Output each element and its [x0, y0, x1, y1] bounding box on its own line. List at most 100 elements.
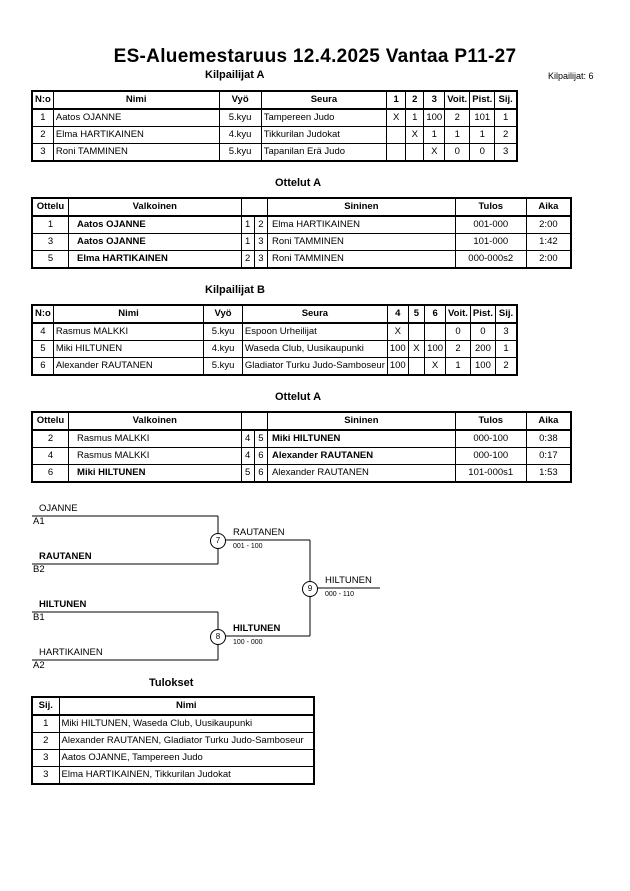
cell-name: Alexander RAUTANEN: [52, 357, 205, 376]
col-opp-3: 3: [423, 90, 446, 110]
col-blue: Sininen: [266, 197, 456, 217]
cell-no: 2: [31, 126, 54, 144]
cell-name: Elma HARTIKAINEN, Tikkurilan Judokat: [58, 766, 315, 785]
cell-place: 1: [31, 714, 60, 733]
col-result: Tulos: [454, 197, 527, 217]
cell-time: 0:17: [525, 447, 572, 465]
bracket-a1-seed: A1: [33, 516, 45, 527]
pool-b-title: Kilpailijat B: [205, 284, 265, 296]
col-wins: Voit.: [445, 304, 471, 324]
matches-b-header-row: Ottelu Valkoinen Sininen Tulos Aika: [31, 411, 572, 431]
cell-result: 101-000: [454, 233, 527, 251]
bracket-b1-seed: B1: [33, 612, 45, 623]
cell-place: 1: [494, 340, 518, 358]
cell-name: Alexander RAUTANEN, Gladiator Turku Judo…: [58, 732, 315, 750]
col-place: Sij.: [494, 90, 518, 110]
cell-opp-2: [405, 143, 425, 162]
pool-b-header-row: N:o Nimi Vyö Seura 4 5 6 Voit. Pist. Sij…: [31, 304, 518, 324]
cell-name: Roni TAMMINEN: [52, 143, 220, 162]
col-club: Seura: [260, 90, 388, 110]
cell-opp-2: [407, 357, 426, 376]
cell-time: 1:53: [525, 464, 572, 483]
col-result: Tulos: [454, 411, 527, 431]
cell-club: Tikkurilan Judokat: [260, 126, 388, 144]
cell-place: 3: [494, 143, 518, 162]
matches-a-title: Ottelut A: [275, 177, 322, 189]
col-opp-4: 4: [386, 304, 409, 324]
bracket-m9-winner: HILTUNEN: [325, 575, 372, 586]
col-name: Nimi: [58, 696, 315, 716]
col-no: N:o: [31, 90, 54, 110]
bracket-b2-seed: B2: [33, 564, 45, 575]
cell-white: Rasmus MALKKI: [68, 447, 242, 465]
cell-club: Gladiator Turku Judo-Samboseur: [241, 357, 388, 376]
cell-place: 3: [31, 766, 60, 785]
pool-a-table: N:o Nimi Vyö Seura 1 2 3 Voit. Pist. Sij…: [31, 90, 518, 162]
cell-no: 3: [31, 143, 54, 162]
pool-b-table: N:o Nimi Vyö Seura 4 5 6 Voit. Pist. Sij…: [31, 304, 518, 376]
col-name: Nimi: [52, 90, 220, 110]
col-place: Sij.: [31, 696, 60, 716]
bracket-match-9: 9: [302, 581, 318, 597]
cell-place: 2: [494, 126, 518, 144]
col-time: Aika: [525, 411, 572, 431]
cell-result: 000-100: [454, 447, 527, 465]
bracket-m8-winner: HILTUNEN: [233, 623, 281, 634]
cell-name: Miki HILTUNEN, Waseda Club, Uusikaupunki: [58, 714, 315, 733]
cell-place: 2: [494, 357, 518, 376]
cell-opp-2: X: [407, 340, 426, 358]
cell-no: 6: [31, 357, 54, 376]
bracket-a2-seed: A2: [33, 660, 45, 671]
cell-white-no: 4: [240, 447, 255, 465]
cell-name: Miki HILTUNEN: [52, 340, 205, 358]
bracket-match-8: 8: [210, 629, 226, 645]
results-title: Tulokset: [149, 677, 194, 689]
cell-wins: 2: [445, 340, 471, 358]
bracket-b2-name: RAUTANEN: [39, 551, 92, 562]
cell-blue-no: 6: [253, 464, 268, 483]
cell-opp-2: X: [405, 126, 425, 144]
page-title: ES-Aluemestaruus 12.4.2025 Vantaa P11-27: [113, 46, 517, 67]
cell-blue-no: 6: [253, 447, 268, 465]
bracket-m7-score: 001 - 100: [233, 543, 263, 550]
col-points: Pist.: [469, 304, 496, 324]
col-blue: Sininen: [266, 411, 456, 431]
cell-points: 200: [469, 340, 496, 358]
cell-club: Tapanilan Erä Judo: [260, 143, 388, 162]
cell-blue: Roni TAMMINEN: [266, 233, 456, 251]
cell-no: 4: [31, 322, 54, 341]
matches-a-header-row: Ottelu Valkoinen Sininen Tulos Aika: [31, 197, 572, 217]
cell-points: 100: [469, 357, 496, 376]
cell-time: 2:00: [525, 250, 572, 269]
cell-result: 000-000s2: [454, 250, 527, 269]
bracket-a1-name: OJANNE: [39, 503, 78, 514]
cell-blue-no: 3: [253, 233, 268, 251]
col-name: Nimi: [52, 304, 205, 324]
col-no: N:o: [31, 304, 54, 324]
cell-name: Elma HARTIKAINEN: [52, 126, 220, 144]
cell-blue-no: 3: [253, 250, 268, 269]
cell-place: 3: [31, 749, 60, 767]
cell-time: 1:42: [525, 233, 572, 251]
bracket-m7-winner: RAUTANEN: [233, 527, 285, 538]
pool-a-title: Kilpailijat A: [205, 69, 265, 81]
cell-name: Aatos OJANNE, Tampereen Judo: [58, 749, 315, 767]
cell-place: 2: [31, 732, 60, 750]
